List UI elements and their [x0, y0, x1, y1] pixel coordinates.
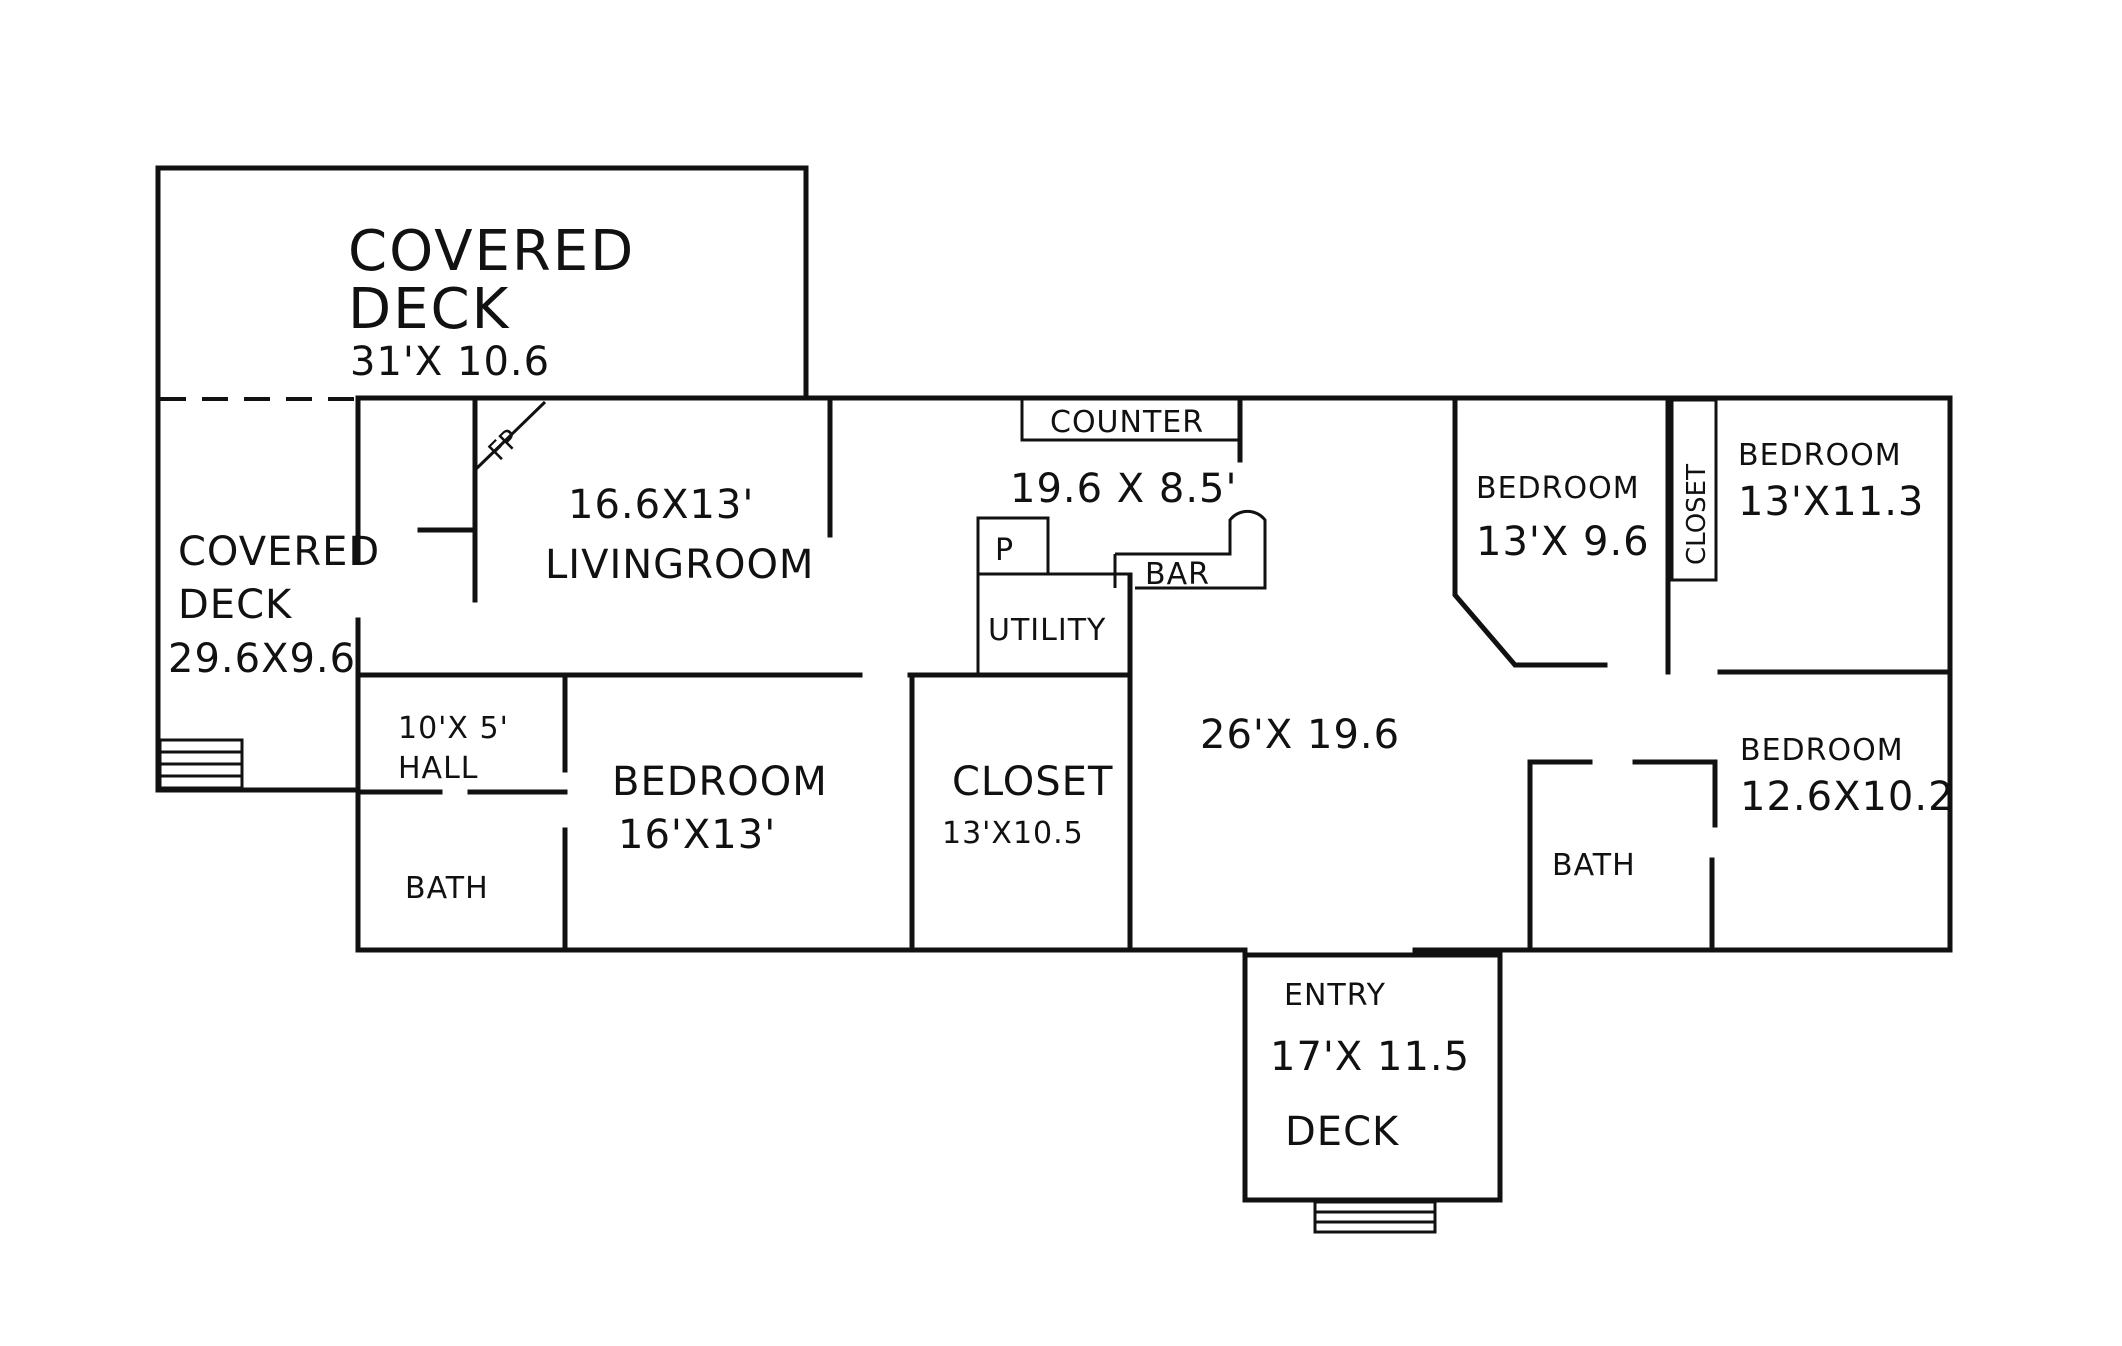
entry-deck-label: DECK [1285, 1109, 1400, 1155]
entry-deck [1242, 952, 1503, 1234]
bedroom-4-size: 12.6X10.2 [1740, 774, 1955, 820]
bedroom-1-size: 13'X 9.6 [1476, 519, 1650, 565]
bar-label: BAR [1145, 557, 1210, 592]
kitchen-fixtures [976, 395, 1267, 675]
covered-deck-top-size: 31'X 10.6 [350, 339, 550, 385]
living-room-name: LIVINGROOM [545, 542, 814, 588]
counter-label: COUNTER [1050, 405, 1204, 440]
utility-label: UTILITY [988, 613, 1106, 648]
closet-small-label: CLOSET [1682, 464, 1712, 565]
bedroom-3-size: 16'X13' [618, 812, 776, 858]
bedroom-1-name: BEDROOM [1476, 471, 1640, 506]
bedroom-2-name: BEDROOM [1738, 438, 1902, 473]
living-room-size: 16.6X13' [568, 482, 754, 528]
living-room-walls [417, 397, 833, 603]
covered-deck-top [155, 165, 809, 793]
right-bedroom-walls [1452, 395, 1953, 953]
bedroom-4-name: BEDROOM [1740, 733, 1904, 768]
entry-size: 17'X 11.5 [1270, 1034, 1470, 1080]
great-room-size: 26'X 19.6 [1200, 712, 1400, 758]
hall-name: HALL [398, 751, 479, 786]
bath-right-label: BATH [1552, 848, 1636, 883]
covered-deck-top-name-line1: COVERED [348, 219, 635, 284]
kitchen-size: 19.6 X 8.5' [1010, 466, 1238, 512]
closet-large-size: 13'X10.5 [942, 816, 1084, 851]
bedroom-3-name: BEDROOM [612, 759, 828, 805]
covered-deck-left-name-line2: DECK [178, 582, 293, 628]
covered-deck-left-name-line1: COVERED [178, 529, 380, 575]
covered-deck-left-size: 29.6X9.6 [168, 636, 356, 682]
bath-left-label: BATH [405, 871, 489, 906]
bedroom-2-size: 13'X11.3 [1738, 479, 1924, 525]
hall-size: 10'X 5' [398, 711, 509, 746]
fireplace-label: FP [483, 424, 526, 467]
entry-name: ENTRY [1284, 978, 1386, 1013]
interior-walls [355, 572, 1133, 953]
covered-deck-top-name-line2: DECK [348, 277, 510, 342]
closet-large-name: CLOSET [952, 759, 1113, 805]
left-deck-steps [158, 738, 244, 790]
pantry-label: P [995, 533, 1014, 568]
